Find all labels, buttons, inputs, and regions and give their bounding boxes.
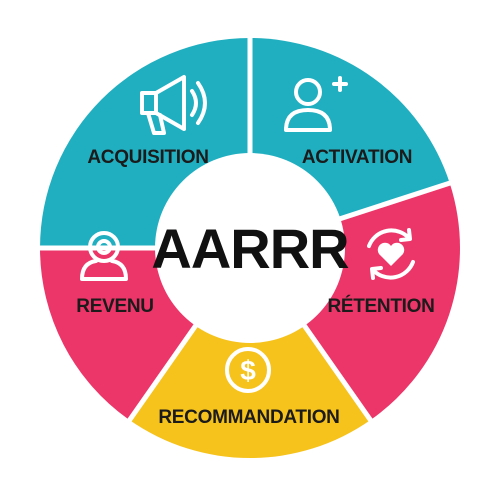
megaphone-icon bbox=[140, 75, 207, 135]
dollar-coin-icon: $ bbox=[225, 347, 271, 393]
segment-label-retention: RÉTENTION bbox=[327, 295, 434, 317]
target-user-icon bbox=[80, 231, 128, 281]
segment-label-activation: ACTIVATION bbox=[302, 147, 412, 168]
center-circle bbox=[155, 153, 345, 343]
heart-cycle-icon bbox=[367, 228, 415, 280]
user-plus-icon bbox=[284, 76, 348, 132]
segment-label-revenu: REVENU bbox=[76, 296, 153, 317]
segment-label-recommandation: RECOMMANDATION bbox=[158, 407, 339, 428]
center-title: AARRR bbox=[151, 217, 349, 280]
svg-text:$: $ bbox=[240, 355, 256, 386]
segment-label-acquisition: ACQUISITION bbox=[87, 147, 208, 168]
segment-recommandation bbox=[129, 248, 371, 459]
